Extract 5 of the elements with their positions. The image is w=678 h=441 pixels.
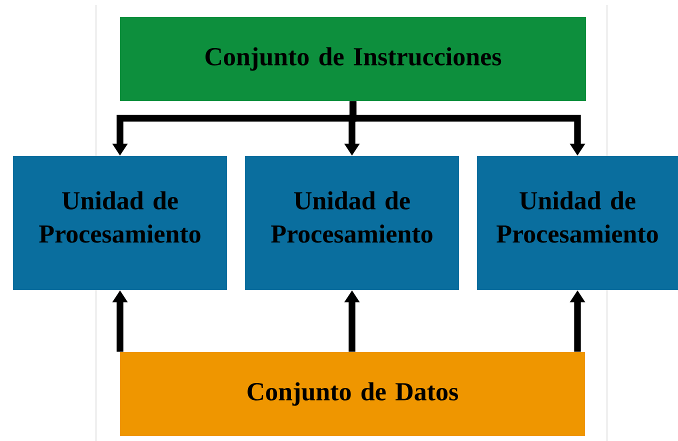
data-box: Conjunto de Datos	[120, 352, 585, 436]
processing-box: Unidad de Procesamiento	[245, 156, 459, 290]
processing-box: Unidad de Procesamiento	[477, 156, 678, 290]
instruction-box: Conjunto de Instrucciones	[120, 17, 586, 101]
processing-box: Unidad de Procesamiento	[13, 156, 227, 290]
